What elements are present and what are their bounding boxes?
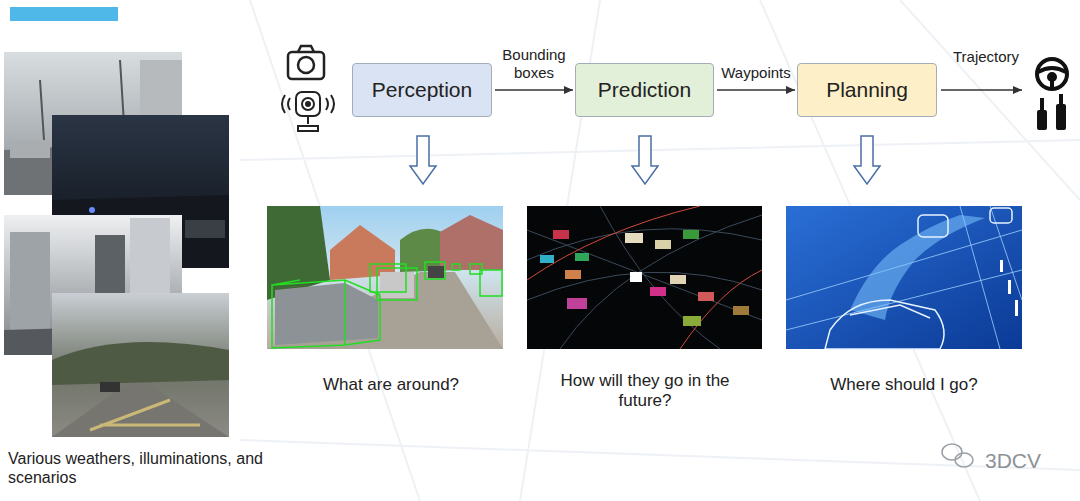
- edge-label: Waypoints: [715, 64, 797, 82]
- flow-arrow: [495, 89, 573, 91]
- box-label: Prediction: [598, 78, 691, 102]
- perception-image: [267, 206, 503, 349]
- box-label: Perception: [372, 78, 472, 102]
- down-arrows: [410, 136, 880, 184]
- sensor-icon: [282, 92, 334, 131]
- background-map: [240, 0, 1080, 501]
- caption-text: How will they go in the future?: [560, 371, 730, 412]
- pedal-icon: [1037, 94, 1066, 130]
- box-label: Planning: [826, 78, 908, 102]
- process-box: Prediction: [575, 63, 714, 117]
- flow-arrow: [717, 89, 795, 91]
- steering-wheel-icon: [1037, 59, 1067, 89]
- process-box: Perception: [352, 63, 492, 117]
- planning-image: [786, 206, 1022, 349]
- caption-text: Various weathers, illuminations, and sce…: [8, 449, 270, 487]
- process-box: Planning: [797, 63, 937, 117]
- watermark-icon: [942, 444, 973, 467]
- trajectory-arrow: [941, 89, 1022, 91]
- edge-label: Bounding boxes: [493, 46, 575, 82]
- caption-text: Where should I go?: [794, 375, 1014, 395]
- prediction-image: [527, 206, 762, 349]
- caption-text: What are around?: [281, 375, 501, 395]
- watermark: 3DCV: [985, 448, 1065, 473]
- photo-stack: [4, 52, 229, 437]
- camera-icon: [288, 46, 324, 79]
- accent-bar: [10, 7, 118, 21]
- caption-text: Trajectory: [931, 48, 1041, 66]
